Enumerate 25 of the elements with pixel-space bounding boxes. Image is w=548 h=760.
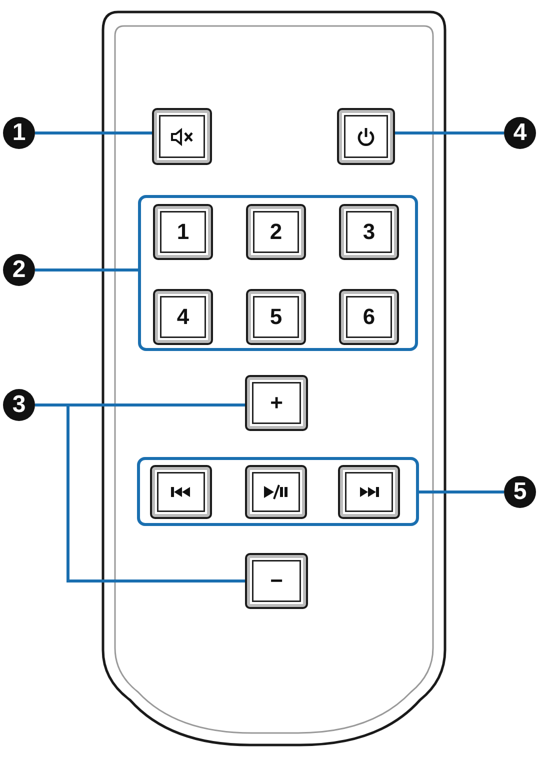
previous-button	[150, 465, 212, 519]
button-group-frame	[137, 457, 419, 526]
next-button	[338, 465, 400, 519]
volume-down-button: −	[245, 553, 308, 609]
number-button: 1	[153, 204, 213, 260]
button-group-frame	[138, 195, 418, 351]
callout-number: 5	[504, 476, 536, 508]
callout-number: 3	[3, 389, 35, 421]
number-button: 3	[339, 204, 399, 260]
leader-line	[35, 268, 138, 272]
power-button	[337, 108, 395, 165]
leader-line	[35, 132, 152, 134]
leader-line	[419, 490, 504, 494]
number-button: 2	[246, 204, 306, 260]
callout-number: 4	[504, 117, 536, 149]
volume-up-button: +	[245, 375, 308, 431]
leader-line	[395, 132, 504, 134]
number-button: 5	[246, 289, 306, 345]
mute-button	[152, 108, 212, 165]
play-pause-button	[245, 465, 307, 519]
number-button: 6	[339, 289, 399, 345]
callout-number: 2	[3, 254, 35, 286]
number-button: 4	[153, 289, 213, 345]
leader-line	[35, 404, 245, 582]
callout-number: 1	[3, 117, 35, 149]
